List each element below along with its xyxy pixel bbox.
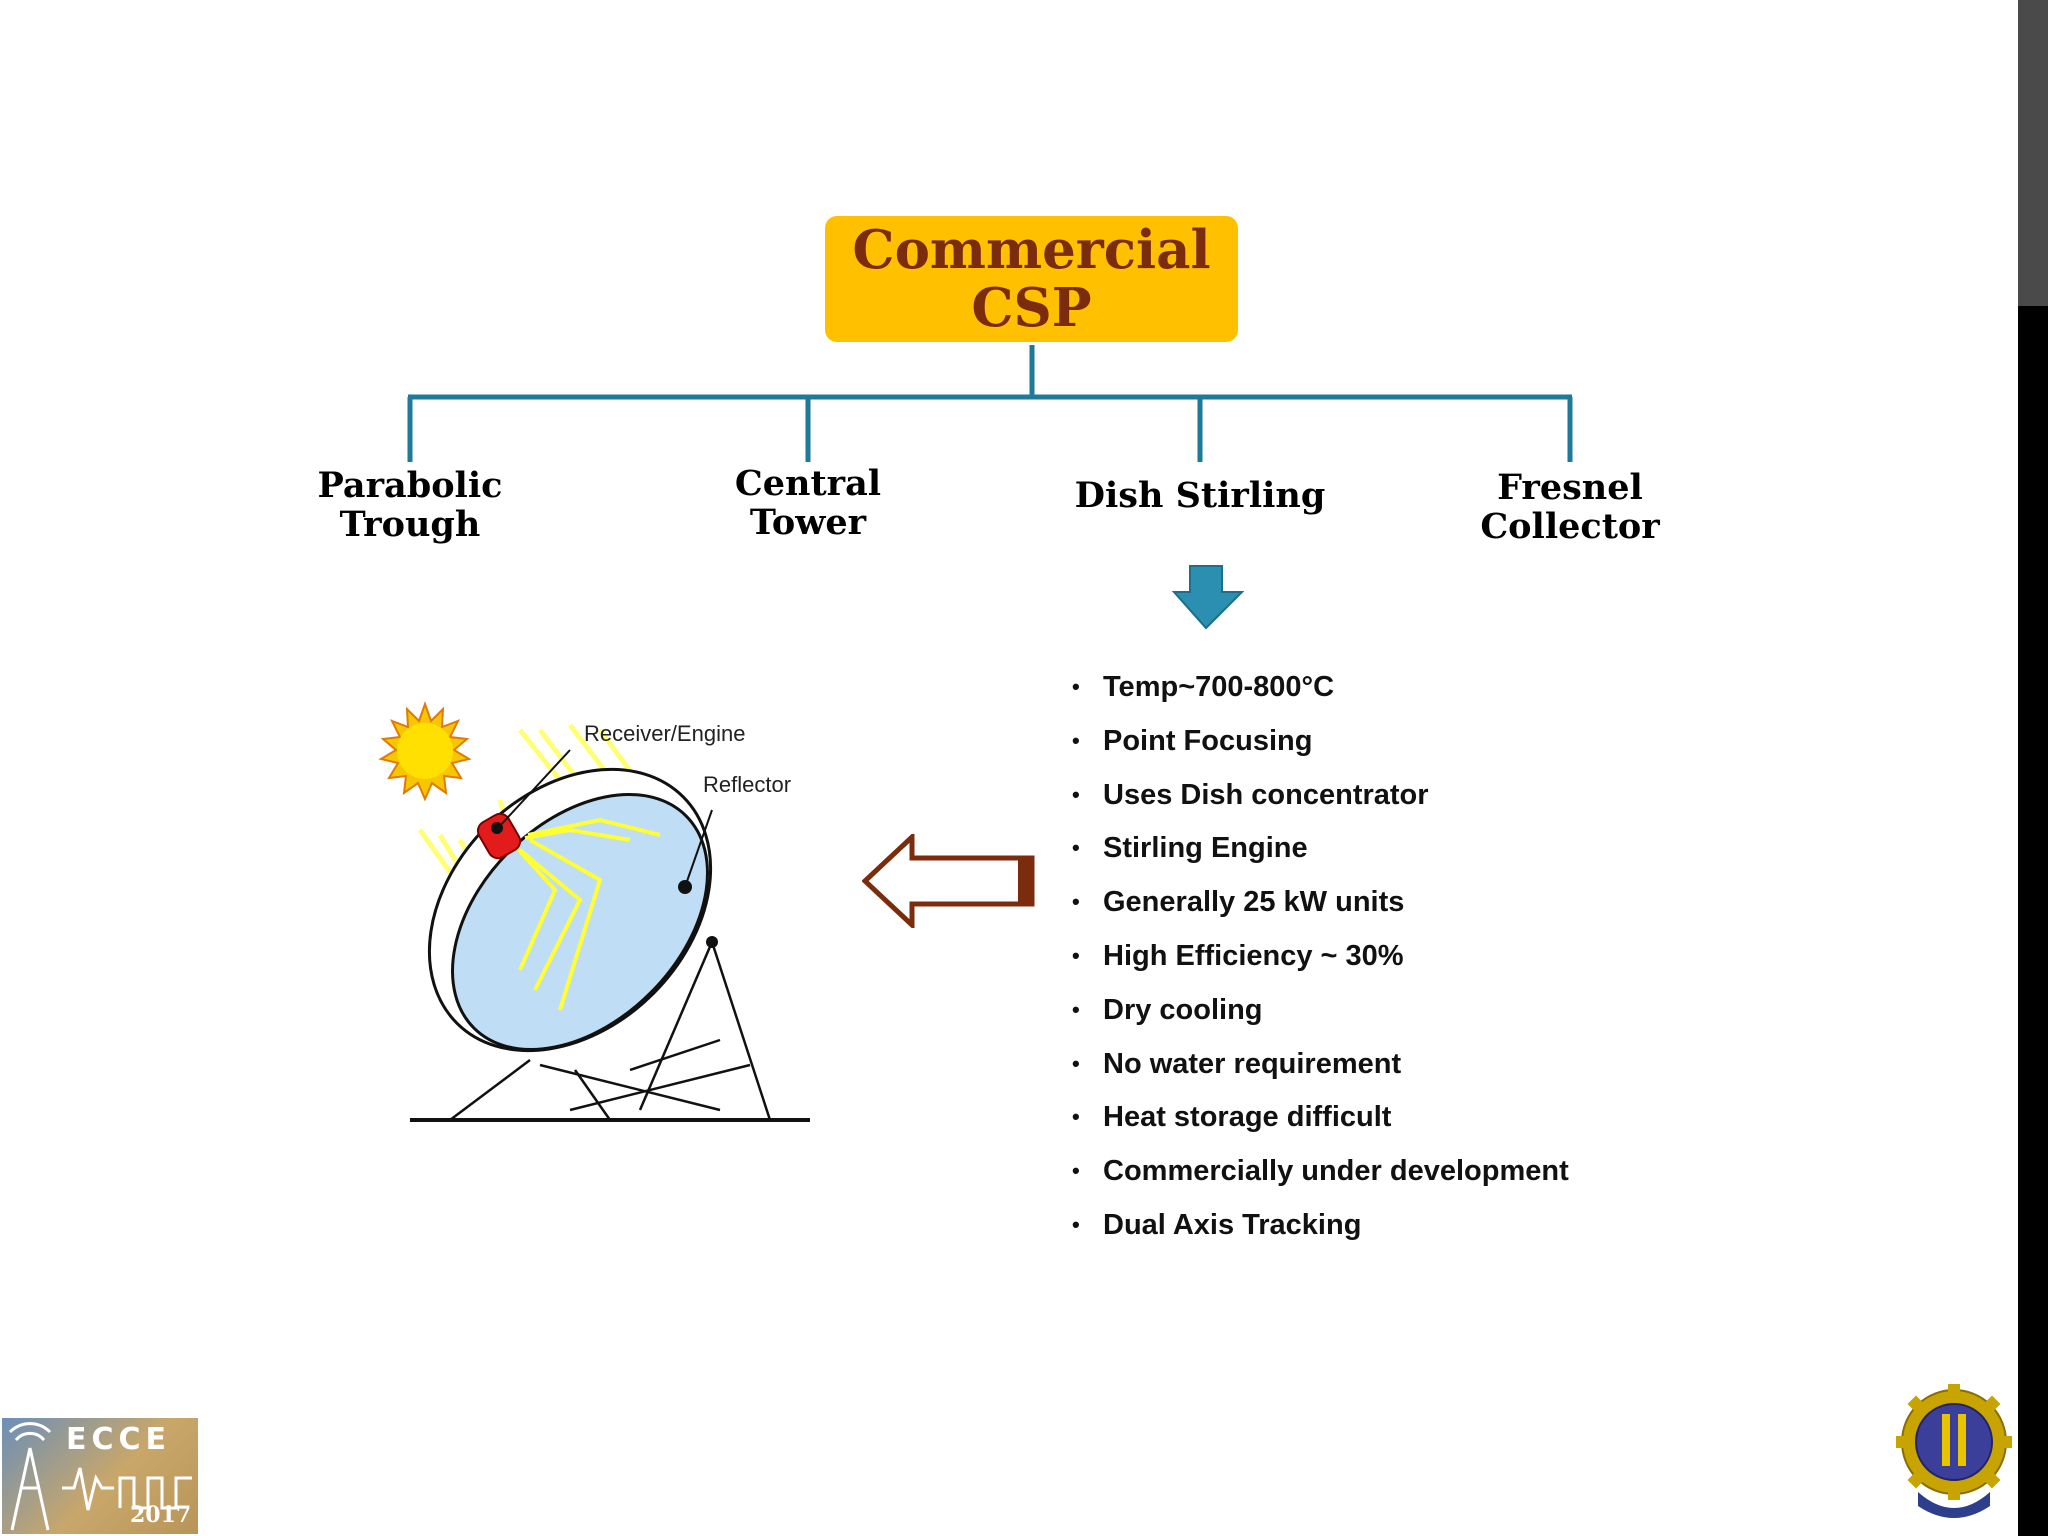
branch-4-line1: Fresnel [1497,467,1643,508]
university-emblem-icon [1896,1384,2012,1518]
feature-item: •Generally 25 kW units [1072,886,1405,919]
branch-dish-stirling: Dish Stirling [1060,476,1340,515]
branch-parabolic-trough: Parabolic Trough [310,466,510,544]
scrollbar-thumb[interactable] [2018,0,2048,306]
ecce-logo-text: ECCE [66,1422,172,1457]
branch-1-line1: Parabolic [317,465,503,506]
tree-connectors [407,345,1573,462]
branch-2-line2: Tower [749,502,867,543]
feature-item: •Temp~700-800°C [1072,671,1335,703]
feature-item: •Uses Dish concentrator [1072,778,1429,811]
sun-icon [378,700,472,802]
dish-stirling-features: •Temp~700-800°C •Point Focusing •Uses Di… [1072,664,1569,1256]
ecce-logo: ECCE 2017 [2,1418,198,1534]
feature-item: •No water requirement [1072,1047,1402,1080]
branch-2-line1: Central [734,463,882,504]
branch-fresnel-collector: Fresnel Collector [1460,468,1680,546]
root-node-line2: CSP [971,277,1092,339]
feature-item: •Stirling Engine [1072,832,1308,865]
feature-item: •Commercially under development [1072,1155,1569,1188]
branch-4-line2: Collector [1480,506,1660,547]
root-node-line1: Commercial [852,219,1211,281]
ecce-logo-year: 2017 [130,1502,192,1528]
root-node-commercial-csp: Commercial CSP [825,216,1238,342]
feature-item: •High Efficiency ~ 30% [1072,939,1404,972]
feature-item: •Dual Axis Tracking [1072,1208,1362,1241]
branch-1-line2: Trough [339,504,481,545]
left-arrow-icon [862,834,1035,928]
ecce-tower-icon [8,1422,192,1531]
dish-stirling-illustration: Receiver/Engine Reflector [378,700,810,1122]
down-arrow-icon [1172,565,1244,630]
branch-3-line1: Dish Stirling [1074,475,1326,516]
feature-item: •Heat storage difficult [1072,1101,1392,1134]
reflector-label: Reflector [703,772,791,797]
receiver-engine-label: Receiver/Engine [584,721,745,746]
branch-central-tower: Central Tower [708,464,908,542]
feature-item: •Point Focusing [1072,724,1313,757]
feature-item: •Dry cooling [1072,993,1263,1026]
